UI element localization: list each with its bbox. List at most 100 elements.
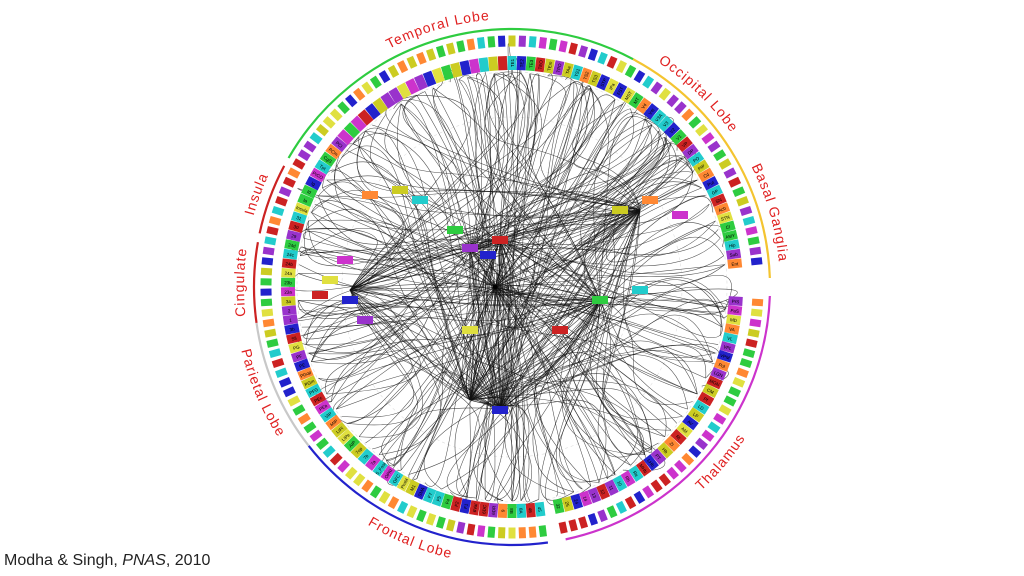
region-node [350,115,367,132]
region-label: ProM [400,477,410,489]
lobe-label-6: Cingulate [231,247,250,318]
region-label: PG [293,344,301,351]
region-node [658,473,671,487]
region-label: TAa [565,65,572,74]
region-node [650,479,663,493]
region-node [666,94,679,108]
region-node [707,140,721,153]
region-node [518,527,527,539]
lobe-arc-1 [632,58,737,159]
lobe-arc-7 [258,165,286,234]
region-node [516,503,527,518]
region-node [716,349,734,363]
grid-ring-3 [296,71,728,503]
region-label: VIP [324,411,333,419]
region-node [739,357,753,369]
region-node [369,485,382,499]
region-node [719,341,736,354]
region-node [726,248,742,260]
region-node [361,479,374,493]
region-label: 46 [528,508,533,514]
inner-node [412,196,428,204]
region-node [459,498,472,514]
region-node [528,526,537,538]
region-node [497,35,506,47]
region-node [337,428,354,445]
region-label: AV [686,419,694,426]
region-node [579,67,593,84]
region-node [697,167,715,183]
region-node [378,490,391,504]
region-node [262,318,275,328]
region-node [425,48,437,62]
region-node [309,391,327,407]
region-node [518,35,527,47]
region-label: TEm [547,61,554,71]
region-node [716,211,734,225]
region-label: FST [616,86,625,96]
region-label: IPa [608,82,616,91]
region-node [606,55,618,69]
region-label: Pf [703,396,710,403]
region-node [431,67,445,84]
region-node [718,158,732,170]
region-node [396,82,412,100]
region-label: Id [306,189,312,195]
region-label: 7op [355,446,364,455]
region-label: 24 [573,498,579,505]
region-label: VL [727,336,734,342]
region-node [266,338,279,348]
region-node [325,414,342,431]
region-label: MGN [709,378,721,387]
region-node [534,57,546,73]
region-node [620,470,636,487]
region-label: LHb [646,458,655,468]
region-node [487,526,496,538]
region-node [406,505,418,519]
inner-node [342,296,358,304]
region-node [525,56,536,72]
region-label: LGN [713,370,723,378]
region-label: AM [680,426,689,434]
region-node [397,60,409,74]
region-label: 24b [285,261,293,267]
lobe-arcs [252,27,771,547]
region-label: PE [299,362,306,369]
region-node [658,87,671,101]
region-label: Cl [725,224,730,230]
region-node [713,149,727,162]
region-node [284,239,300,251]
region-node [337,459,350,473]
region-node [282,176,296,188]
region-node [692,399,710,415]
region-node [364,454,381,471]
region-node [578,45,589,58]
region-node [422,70,437,87]
region-node [706,375,723,390]
region-node [534,501,546,517]
region-label: PF [296,353,303,360]
inner-node [492,406,508,414]
inner-node [322,276,338,284]
region-node [727,305,743,316]
region-node [507,504,517,518]
region-node [301,375,318,390]
region-label: Rh [624,475,632,483]
region-node [750,308,763,317]
region-node [587,487,602,504]
region-node [425,512,437,526]
region-node [286,229,302,242]
region-label: 31 [296,215,303,221]
region-node [315,123,329,137]
region-node [343,122,361,139]
region-node [440,493,454,510]
region-node [615,500,627,514]
region-node [456,521,466,534]
region-node [369,75,382,89]
region-node [747,236,760,246]
region-label: 6DC [481,504,487,514]
region-label: MIP [329,418,338,427]
region-node [742,215,756,226]
region-node [488,502,499,518]
